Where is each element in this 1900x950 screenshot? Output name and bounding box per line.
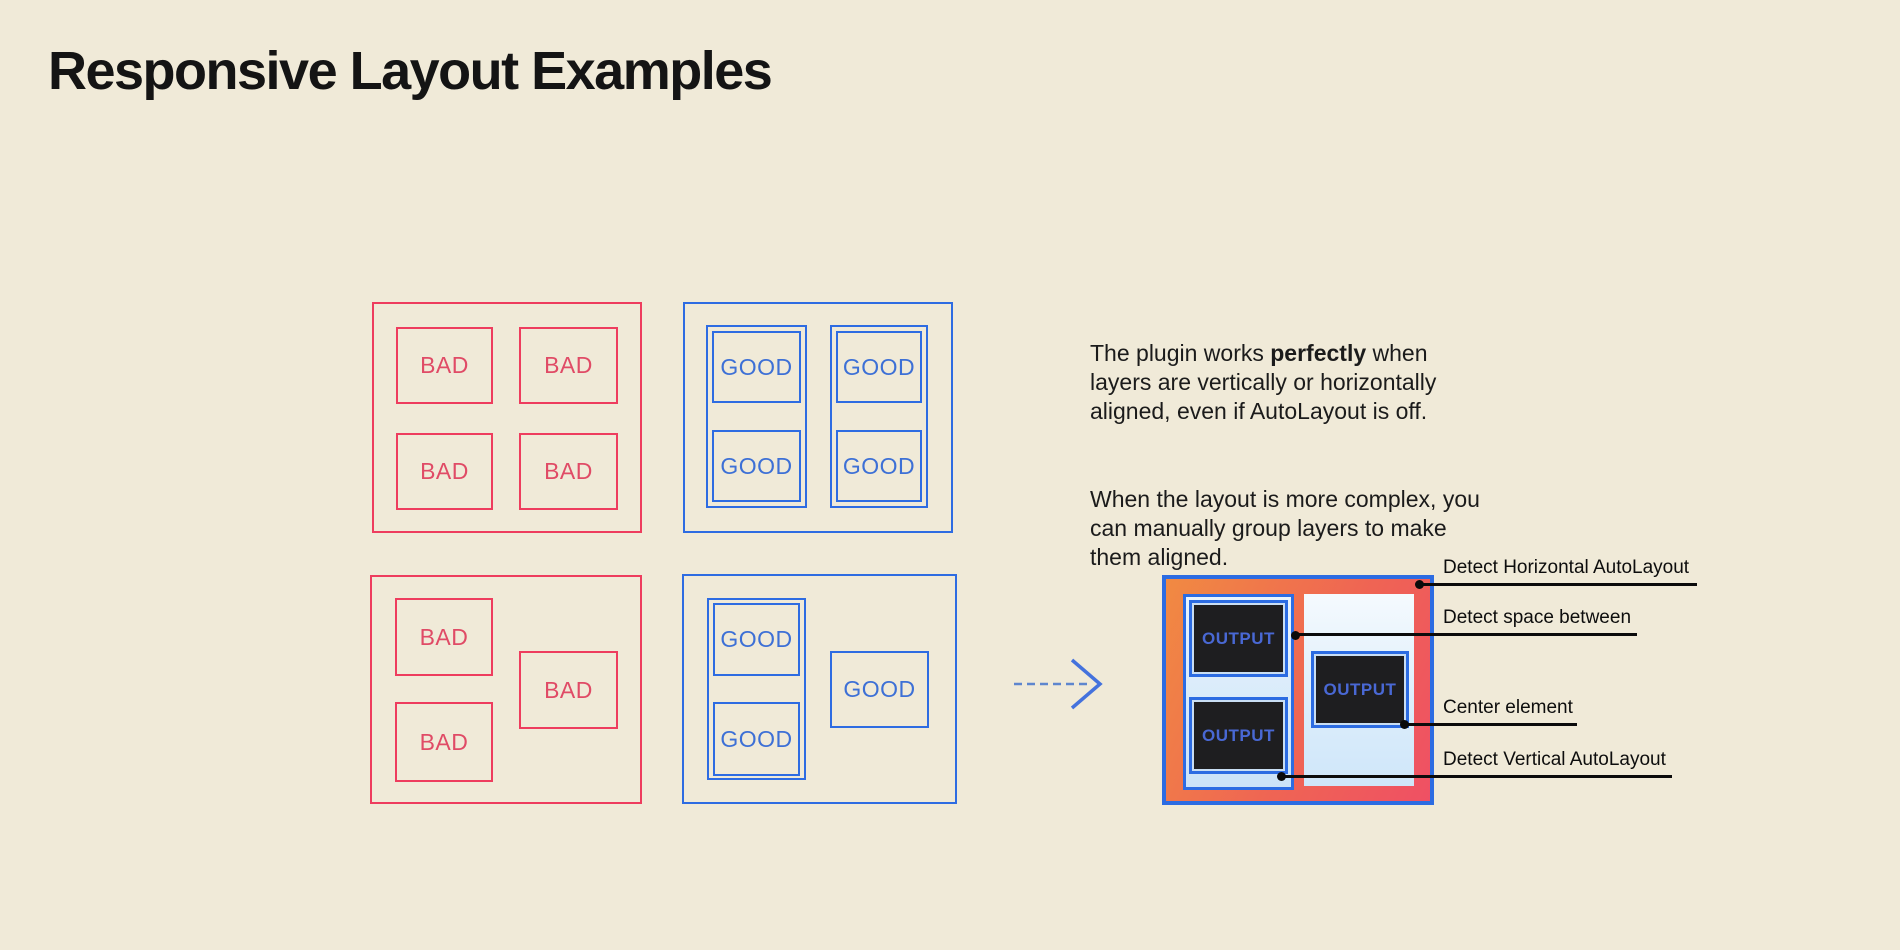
- bad-box: BAD: [396, 433, 493, 510]
- callout-dot: [1400, 720, 1409, 729]
- good-box: GOOD: [836, 430, 922, 502]
- bad-box: BAD: [396, 327, 493, 404]
- group-wrapper: GOOD GOOD: [706, 325, 807, 508]
- dashed-arrow-right-icon: [1014, 658, 1103, 710]
- good-box: GOOD: [712, 430, 801, 502]
- description-text: The plugin works perfectly when layers a…: [1090, 310, 1590, 601]
- output-box-centered: OUTPUT: [1311, 651, 1409, 728]
- bad-box: BAD: [395, 598, 493, 676]
- group-wrapper: GOOD GOOD: [830, 325, 928, 508]
- description-bold-run: perfectly: [1270, 340, 1367, 366]
- good-layout-grid-grouped: GOOD GOOD GOOD: [682, 574, 957, 804]
- callout-line: [1420, 583, 1697, 586]
- page-title: Responsive Layout Examples: [48, 41, 773, 101]
- bad-box: BAD: [519, 651, 618, 729]
- bad-layout-grid-complex: BAD BAD BAD: [370, 575, 642, 804]
- bad-layout-grid-aligned: BAD BAD BAD BAD: [372, 302, 642, 533]
- bad-box: BAD: [519, 433, 618, 510]
- bad-box: BAD: [519, 327, 618, 404]
- good-box: GOOD: [712, 331, 801, 403]
- callout-line: [1407, 723, 1577, 726]
- good-layout-grid-aligned: GOOD GOOD GOOD GOOD: [683, 302, 953, 533]
- callout-dot: [1291, 631, 1300, 640]
- group-wrapper: GOOD GOOD: [707, 598, 806, 780]
- callout-line: [1283, 775, 1672, 778]
- output-preview-frame: OUTPUT OUTPUT OUTPUT: [1162, 575, 1434, 805]
- center-panel: OUTPUT: [1304, 594, 1414, 786]
- output-box: OUTPUT: [1189, 697, 1288, 774]
- callout-dot: [1415, 580, 1424, 589]
- callout-label-detect-horizontal-autolayout: Detect Horizontal AutoLayout: [1443, 557, 1690, 578]
- output-box: OUTPUT: [1189, 600, 1288, 677]
- description-text-run: The plugin works: [1090, 340, 1271, 366]
- callout-label-detect-space-between: Detect space between: [1443, 607, 1632, 628]
- callout-dot: [1277, 772, 1286, 781]
- vertical-autolayout-group: OUTPUT OUTPUT: [1183, 594, 1294, 790]
- bad-box: BAD: [395, 702, 493, 782]
- good-box: GOOD: [713, 702, 800, 776]
- good-box: GOOD: [836, 331, 922, 403]
- description-paragraph-2: When the layout is more complex, you can…: [1090, 486, 1480, 570]
- good-box: GOOD: [830, 651, 929, 728]
- callout-label-detect-vertical-autolayout: Detect Vertical AutoLayout: [1443, 749, 1666, 770]
- callout-label-center-element: Center element: [1443, 697, 1573, 718]
- callout-line: [1296, 633, 1637, 636]
- description-text-run: when layers are vertically or horizontal…: [1090, 340, 1437, 424]
- description-paragraph-1: The plugin works perfectly when layers a…: [1090, 339, 1590, 426]
- good-box: GOOD: [713, 603, 800, 676]
